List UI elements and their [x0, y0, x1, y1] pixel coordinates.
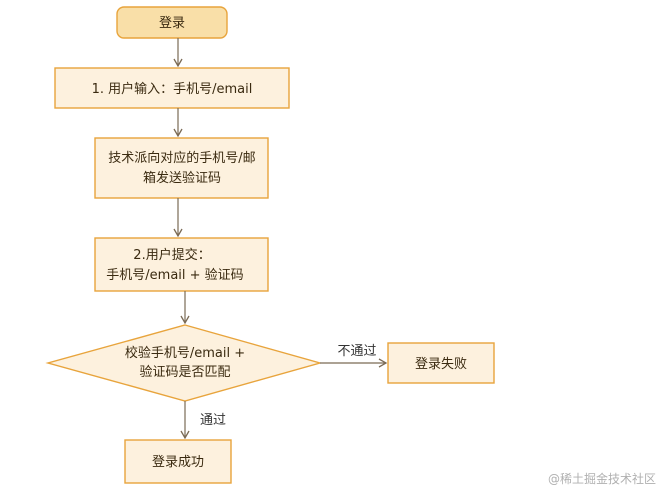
verify-line1: 校验手机号/email + [125, 345, 245, 361]
submit-line1: 2.用户提交： [133, 247, 210, 263]
verify-line2: 验证码是否匹配 [139, 364, 230, 380]
verify-decision [45, 324, 323, 402]
start-label: 登录 [159, 16, 185, 31]
input-label: 1. 用户输入：手机号/email [92, 81, 253, 97]
submit-node [94, 237, 269, 292]
pass-edge-label: 通过 [200, 413, 226, 428]
fail-node [387, 342, 495, 384]
fail-edge-label: 不通过 [337, 344, 376, 359]
success-label: 登录成功 [152, 455, 204, 470]
send-code-line1: 技术派向对应的手机号/邮 [108, 150, 255, 166]
fail-label: 登录失败 [415, 357, 467, 372]
send-code-node [94, 137, 269, 199]
send-code-line2: 箱发送验证码 [143, 170, 221, 186]
start-node [116, 6, 228, 39]
success-node [124, 439, 232, 484]
submit-line2: 手机号/email + 验证码 [106, 267, 243, 283]
input-node [54, 67, 290, 109]
watermark: @稀土掘金技术社区 [547, 472, 656, 486]
